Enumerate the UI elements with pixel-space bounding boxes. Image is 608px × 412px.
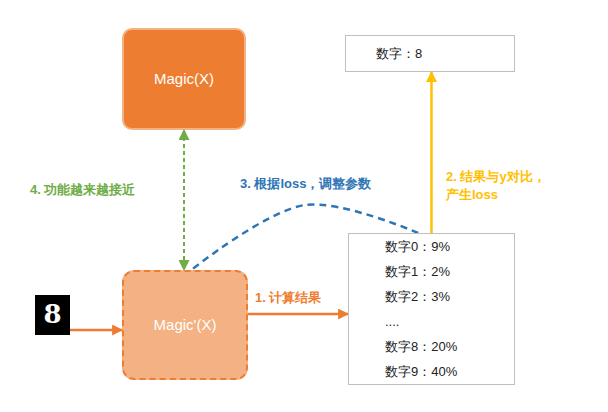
node-text: Magic(X) xyxy=(154,70,214,88)
node-text: Magic'(X) xyxy=(154,316,217,334)
edge-label: 1. 计算结果 xyxy=(255,289,321,307)
model-box: Magic(X) xyxy=(122,28,246,130)
edge-label: 4. 功能越来越接近 xyxy=(30,181,135,199)
label-box: 数字：8 xyxy=(345,35,515,72)
probability-line: 数字8：20% xyxy=(385,339,457,355)
probability-line: 数字1：2% xyxy=(385,264,450,280)
probability-line: 数字0：9% xyxy=(385,239,450,255)
result-box: 数字0：9% 数字1：2% 数字2：3%.... 数字8：20% 数字9：40% xyxy=(348,233,515,385)
model-box-training: Magic'(X) xyxy=(122,270,248,380)
edge-label: 3. 根据loss，调整参数 xyxy=(240,175,371,193)
compute-arrow xyxy=(248,313,348,316)
edge-label: 2. 结果与y对比，产生loss xyxy=(446,168,556,203)
probability-line: .... xyxy=(385,314,399,330)
node-text: 数字：8 xyxy=(376,46,422,62)
probability-line: 数字2：3% xyxy=(385,289,450,305)
probability-line: 数字9：40% xyxy=(385,364,457,380)
digit-image: 8 xyxy=(35,295,70,335)
input-arrow xyxy=(70,329,122,332)
compare-arrow xyxy=(430,72,433,233)
approach-arrow xyxy=(183,130,185,270)
digit-glyph: 8 xyxy=(43,299,61,330)
